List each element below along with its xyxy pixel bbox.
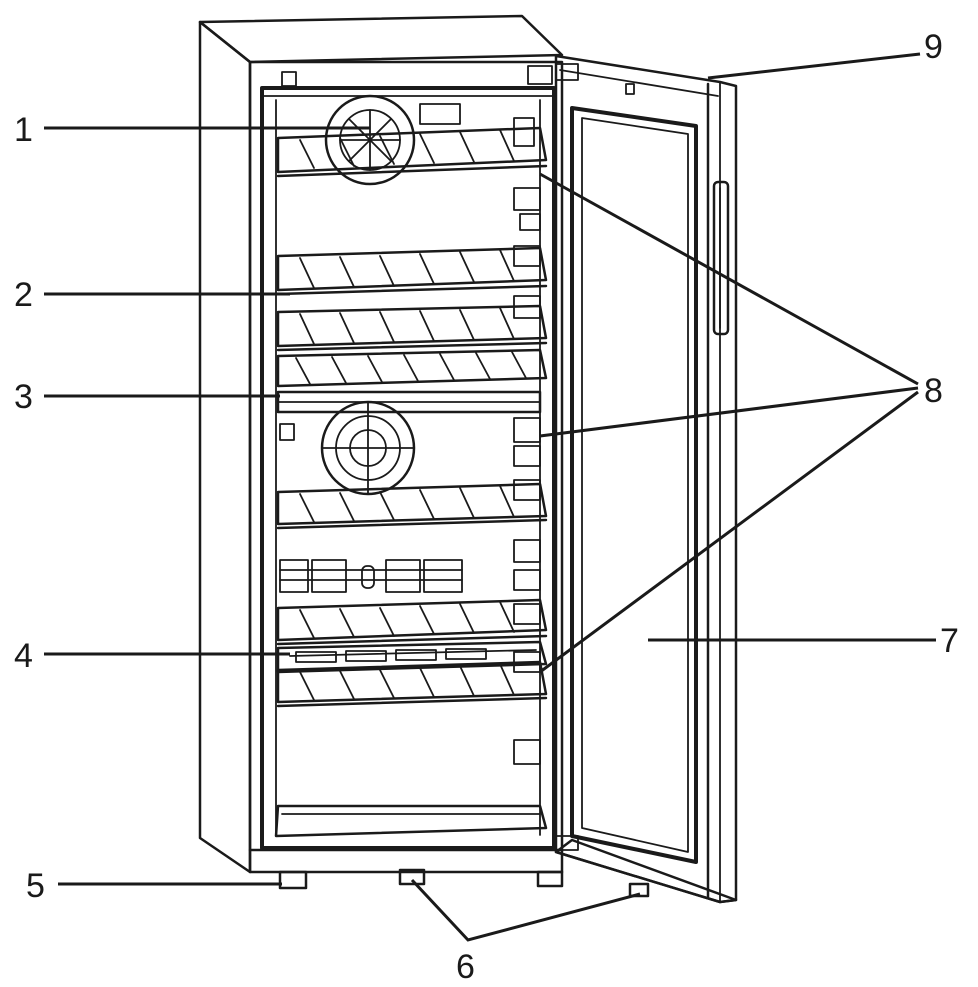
callout-6: 6 (456, 948, 475, 986)
callout-3: 3 (14, 378, 33, 416)
wine-shelves (276, 126, 548, 708)
callout-7: 7 (940, 622, 959, 660)
shelf (276, 246, 548, 296)
foot-front-left (278, 870, 308, 890)
foot-front-right (536, 870, 564, 888)
shelf (276, 126, 548, 178)
callout-5: 5 (26, 867, 45, 905)
cabinet-body (198, 14, 564, 874)
leader-lines (44, 52, 936, 942)
callout-9: 9 (924, 28, 943, 66)
foot-door (628, 882, 650, 898)
shelf-rails (513, 117, 541, 765)
shelf (276, 482, 548, 530)
callout-2: 2 (14, 276, 33, 314)
callout-4: 4 (14, 637, 33, 675)
shelf (276, 660, 548, 708)
shelf (276, 348, 548, 388)
leader-9 (707, 52, 921, 80)
leader-6 (410, 878, 641, 942)
foot-front-center (398, 868, 426, 886)
leader-8a (539, 172, 919, 386)
callout-1: 1 (14, 111, 33, 149)
feet (249, 868, 650, 898)
door-handle (712, 180, 730, 336)
shelf (276, 640, 548, 674)
top-fan (324, 94, 461, 186)
bottom-tray (274, 804, 548, 838)
callout-8: 8 (924, 372, 943, 410)
callout-labels: 1 2 3 4 5 6 7 8 9 (14, 28, 959, 986)
shelf (276, 598, 548, 646)
leader-8b (539, 386, 919, 438)
cabinet-interior (274, 94, 548, 838)
shelf (276, 304, 548, 352)
vent-grille (279, 559, 463, 593)
glass-door (554, 54, 738, 904)
leader-8c (539, 390, 919, 674)
middle-fan (279, 400, 416, 496)
divider-panel (276, 390, 542, 414)
